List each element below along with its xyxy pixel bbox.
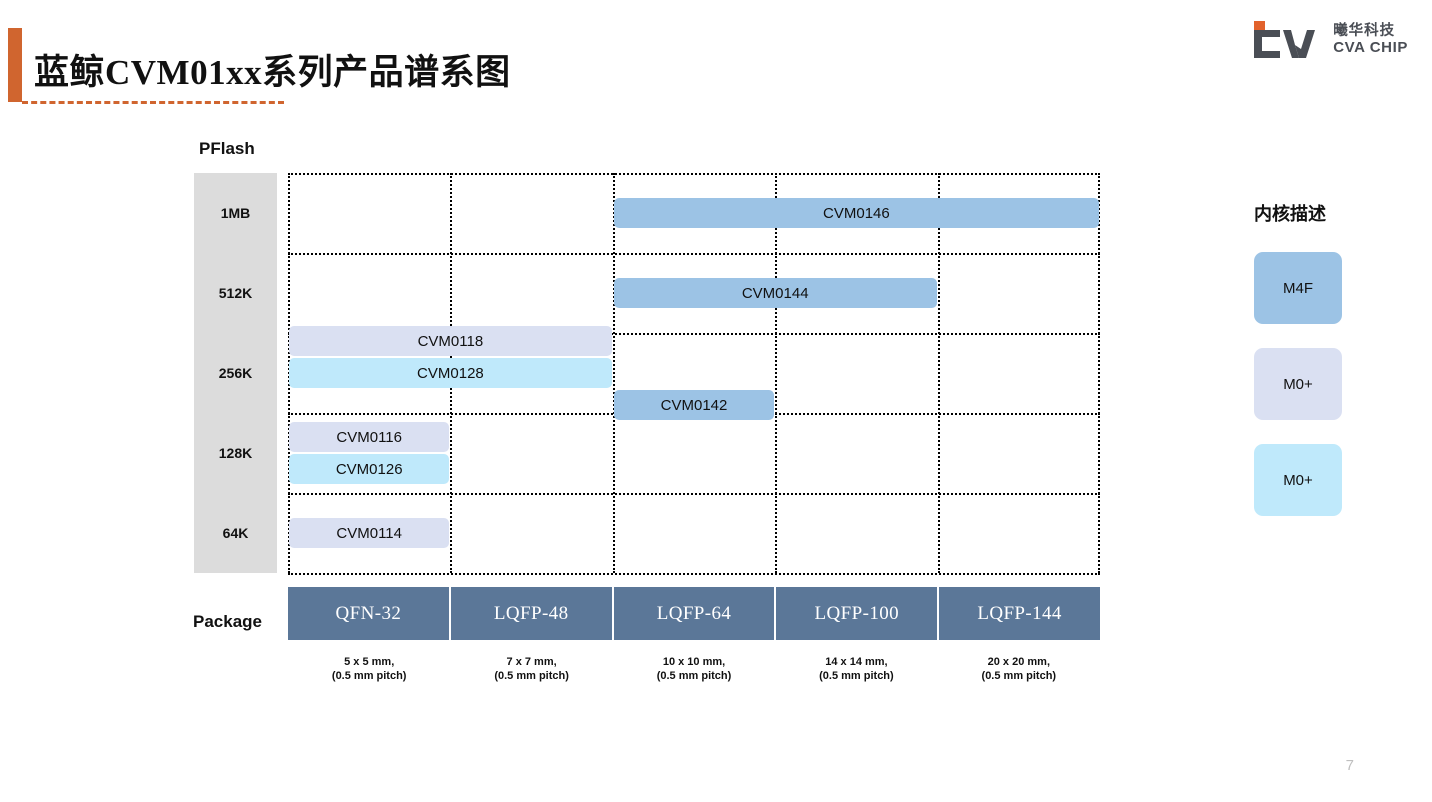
pflash-tick-1mb: 1MB xyxy=(220,205,251,221)
grid-vline xyxy=(937,173,940,573)
grid-hline xyxy=(288,173,1100,175)
product-bar-label: CVM0146 xyxy=(823,204,890,222)
package-note-pitch: (0.5 mm pitch) xyxy=(981,669,1057,682)
package-note-size: 14 x 14 mm, xyxy=(825,656,888,668)
grid-hline xyxy=(288,493,1100,495)
logo-text-en: CVA CHIP xyxy=(1333,38,1408,56)
product-bar-label: CVM0126 xyxy=(335,460,403,478)
title-underline-divider xyxy=(22,101,284,104)
grid-hline xyxy=(288,573,1100,575)
grid-hline xyxy=(288,333,1100,335)
product-bar-label: CVM0144 xyxy=(741,284,809,302)
product-bar-label: CVM0116 xyxy=(336,428,402,446)
product-bar-cvm0146[interactable]: CVM0146 xyxy=(613,198,1099,228)
package-cell-qfn-32[interactable]: QFN-32 xyxy=(288,587,449,640)
package-dimension-notes: 5 x 5 mm,(0.5 mm pitch)7 x 7 mm,(0.5 mm … xyxy=(288,656,1100,692)
package-cell-lqfp-64[interactable]: LQFP-64 xyxy=(613,587,775,640)
pflash-tick-64k: 64K xyxy=(222,525,249,541)
legend-swatch-0[interactable]: M4F xyxy=(1254,252,1342,324)
package-cell-lqfp-100[interactable]: LQFP-100 xyxy=(776,587,938,640)
package-note-lqfp-64: 10 x 10 mm,(0.5 mm pitch) xyxy=(613,656,775,692)
cva-chip-logo: 曦华科技 CVA CHIP xyxy=(1250,18,1408,62)
legend-swatch-label: M0+ xyxy=(1283,375,1313,393)
pflash-axis-band: 1MB 512K 256K 128K 64K xyxy=(194,173,277,573)
grid-hline xyxy=(288,253,1100,255)
page-title: 蓝鲸CVM01xx系列产品谱系图 xyxy=(34,53,511,92)
package-note-size: 20 x 20 mm, xyxy=(987,656,1051,668)
logo-text-cn: 曦华科技 xyxy=(1333,23,1396,40)
package-note-size: 10 x 10 mm, xyxy=(662,656,726,668)
pflash-tick-256k: 256K xyxy=(218,365,253,381)
package-cell-lqfp-48[interactable]: LQFP-48 xyxy=(450,587,612,640)
product-bar-cvm0144[interactable]: CVM0144 xyxy=(613,278,937,308)
product-bar-cvm0142[interactable]: CVM0142 xyxy=(613,390,775,420)
legend-swatch-label: M0+ xyxy=(1283,471,1313,489)
product-bar-label: CVM0118 xyxy=(417,332,484,350)
grid-vline xyxy=(1098,173,1100,573)
product-bar-cvm0126[interactable]: CVM0126 xyxy=(289,454,450,484)
package-note-pitch: (0.5 mm pitch) xyxy=(656,669,732,682)
product-bar-cvm0116[interactable]: CVM0116 xyxy=(289,422,450,452)
title-accent-bar xyxy=(8,28,22,102)
product-bar-label: CVM0142 xyxy=(660,396,728,414)
logo-orange-square-icon xyxy=(1254,21,1266,32)
grid-vline xyxy=(612,173,615,573)
legend-swatch-1[interactable]: M0+ xyxy=(1254,348,1342,420)
product-bar-cvm0128[interactable]: CVM0128 xyxy=(289,358,612,388)
pflash-axis-caption: PFlash xyxy=(199,139,255,158)
package-cell-lqfp-144[interactable]: LQFP-144 xyxy=(939,587,1100,640)
package-note-pitch: (0.5 mm pitch) xyxy=(494,669,569,682)
pflash-tick-512k: 512K xyxy=(218,285,253,301)
package-note-pitch: (0.5 mm pitch) xyxy=(331,669,407,682)
package-note-size: 5 x 5 mm, xyxy=(344,656,395,668)
pflash-tick-128k: 128K xyxy=(218,445,253,461)
product-bar-cvm0118[interactable]: CVM0118 xyxy=(289,326,612,356)
package-note-pitch: (0.5 mm pitch) xyxy=(819,669,894,682)
package-note-lqfp-144: 20 x 20 mm,(0.5 mm pitch) xyxy=(938,656,1100,692)
legend-swatch-2[interactable]: M0+ xyxy=(1254,444,1342,516)
product-bar-cvm0114[interactable]: CVM0114 xyxy=(289,518,450,548)
page-number: 7 xyxy=(1345,757,1354,774)
package-note-size: 7 x 7 mm, xyxy=(506,656,557,668)
legend-swatch-label: M4F xyxy=(1283,279,1313,297)
package-note-lqfp-100: 14 x 14 mm,(0.5 mm pitch) xyxy=(775,656,937,692)
product-bar-label: CVM0114 xyxy=(336,524,402,542)
package-note-lqfp-48: 7 x 7 mm,(0.5 mm pitch) xyxy=(450,656,612,692)
package-note-qfn-32: 5 x 5 mm,(0.5 mm pitch) xyxy=(288,656,450,692)
grid-vline xyxy=(775,173,778,573)
package-axis-caption: Package xyxy=(193,612,262,631)
legend-title: 内核描述 xyxy=(1254,204,1326,224)
logo-mark-icon xyxy=(1250,21,1324,59)
product-bar-label: CVM0128 xyxy=(417,364,484,382)
cva-monogram-icon xyxy=(1254,30,1316,58)
logo-text: 曦华科技 CVA CHIP xyxy=(1333,23,1408,56)
